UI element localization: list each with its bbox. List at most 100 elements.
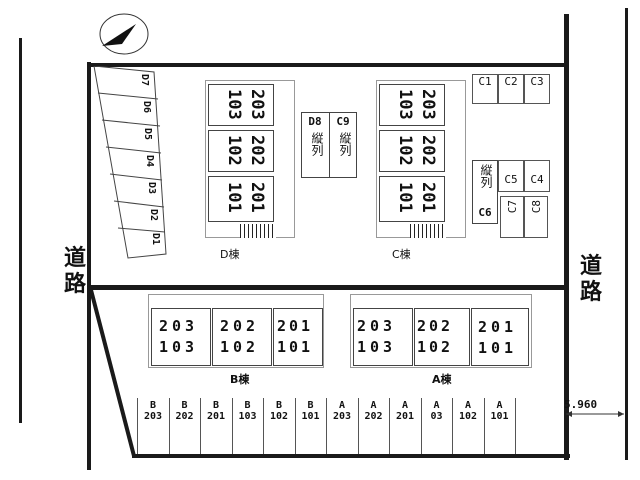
parking-slot-divider	[326, 398, 327, 454]
building-c-unit-203-103	[379, 84, 445, 126]
parking-slot-building: B	[212, 400, 220, 411]
parking-slot-number: 202	[175, 411, 194, 422]
compass	[96, 10, 150, 58]
unit-a-101: 101	[478, 339, 518, 357]
building-b-unit-203-103	[151, 308, 211, 366]
building-d-unit-202-102	[208, 130, 274, 172]
unit-c-201: 201	[418, 182, 438, 213]
left-boundary	[87, 62, 91, 470]
parking-slot-d8: D8	[308, 115, 322, 128]
parking-slot-c3: C3	[524, 74, 550, 104]
parking-slot-c6: C6	[478, 206, 492, 219]
parking-slot-number: 03	[430, 411, 443, 422]
unit-d-202: 202	[247, 135, 267, 166]
parking-slot-d7: D7	[139, 74, 150, 87]
building-b-unit-202-102	[212, 308, 272, 366]
parking-slot-number: 101	[490, 411, 509, 422]
parking-slot-d4: D4	[144, 155, 155, 168]
right-road-label: 道路	[579, 254, 602, 305]
parking-slot-d5: D5	[142, 128, 153, 141]
building-c-unit-202-102	[379, 130, 445, 172]
right-boundary	[564, 14, 569, 460]
north-arrow-icon	[99, 13, 149, 55]
parking-slot-c2: C2	[498, 74, 524, 104]
parking-slot-divider	[263, 398, 264, 454]
parking-slot-building: B	[181, 400, 188, 411]
parking-slot-building: A	[370, 400, 377, 411]
building-b-unit-201-101	[273, 308, 323, 366]
parking-slot-number: 102	[458, 411, 478, 422]
parking-slot-divider	[294, 398, 296, 454]
building-b-label: B棟	[230, 373, 250, 386]
unit-a-103: 103	[357, 338, 397, 356]
parking-slot-divider	[200, 398, 201, 454]
unit-b-103: 103	[159, 338, 199, 356]
parking-slot-divider	[483, 398, 485, 454]
unit-b-102: 102	[220, 338, 260, 356]
building-d-unit-201-101	[208, 176, 274, 222]
unit-c-101: 101	[395, 182, 415, 213]
parking-slot-number: 102	[269, 411, 289, 422]
parking-slot-c1: C1	[472, 74, 498, 104]
parking-slot-d6: D6	[141, 101, 152, 114]
parking-slot-number: 202	[364, 411, 383, 422]
tandem-note-c9: 縦列	[338, 132, 352, 156]
unit-b-202: 202	[220, 317, 260, 335]
left-road-label: 道路	[63, 246, 86, 297]
unit-b-101: 101	[277, 338, 314, 356]
unit-b-203: 203	[159, 317, 199, 335]
parking-slot-building: B	[275, 400, 283, 411]
building-a-unit-203-103	[353, 308, 413, 366]
parking-slot-building: A	[401, 400, 409, 411]
tandem-note-c6: 縦列	[479, 164, 493, 188]
unit-c-202: 202	[418, 135, 438, 166]
parking-slot-divider	[357, 398, 359, 454]
right-road-edge	[625, 8, 628, 460]
unit-d-103: 103	[224, 89, 244, 120]
unit-a-203: 203	[357, 317, 397, 335]
unit-a-102: 102	[417, 338, 454, 356]
width-label: 5.960	[564, 398, 598, 411]
building-a-unit-202-102	[414, 308, 470, 366]
unit-d-201: 201	[247, 182, 267, 213]
parking-slot-number: 103	[238, 411, 257, 422]
building-d-unit-203-103	[208, 84, 274, 126]
unit-d-203: 203	[247, 89, 267, 120]
parking-slot-number: 101	[301, 411, 320, 422]
parking-slot-number: 201	[395, 411, 415, 422]
parking-slot-divider	[389, 398, 390, 454]
width-dimension: 5.960	[562, 398, 628, 420]
unit-d-102: 102	[224, 135, 244, 166]
parking-slot-building: A	[464, 400, 472, 411]
building-a-label: A棟	[432, 373, 452, 386]
parking-slot-c5: C5	[498, 160, 524, 192]
parking-slot-building: B	[149, 400, 157, 411]
parking-slot-divider	[137, 398, 138, 454]
building-c-stairs	[410, 224, 446, 238]
parking-slot-d1: D1	[150, 233, 161, 246]
middle-boundary	[89, 285, 567, 290]
parking-slot-number: 203	[143, 411, 163, 422]
parking-slot-d3: D3	[146, 182, 157, 195]
parking-slot-divider	[452, 398, 453, 454]
parking-slot-divider	[231, 398, 233, 454]
unit-d-101: 101	[224, 182, 244, 213]
unit-b-201: 201	[277, 317, 314, 335]
parking-slot-divider	[515, 398, 516, 454]
parking-slot-c9: C9	[336, 115, 350, 128]
building-c-label: C棟	[392, 248, 411, 261]
left-road-edge	[19, 38, 22, 423]
parking-slot-building: A	[338, 400, 346, 411]
parking-slot-number: 203	[332, 411, 352, 422]
top-boundary	[89, 63, 567, 67]
